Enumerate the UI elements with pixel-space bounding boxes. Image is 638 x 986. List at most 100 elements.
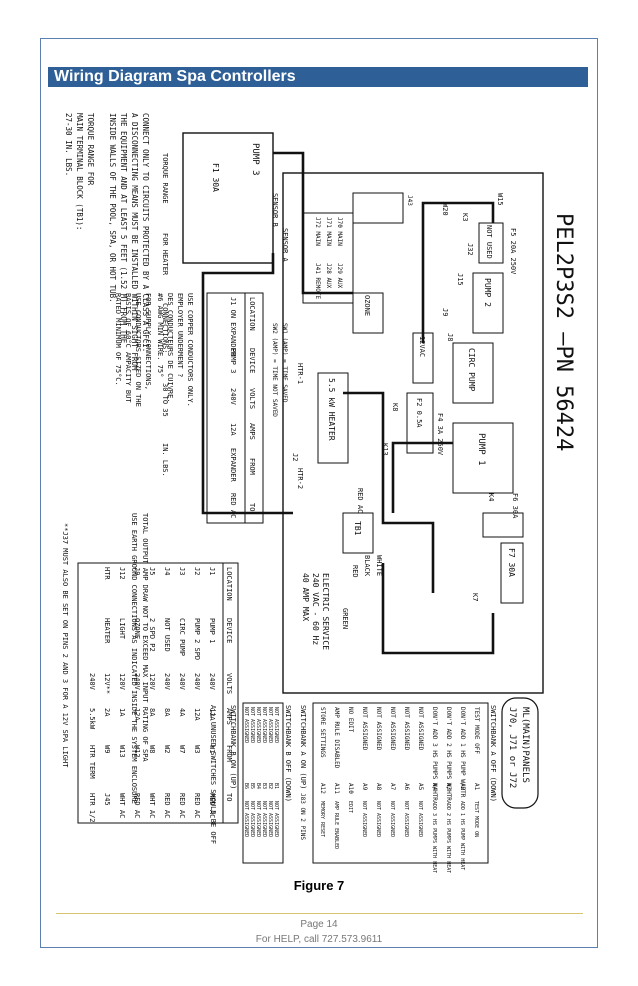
switchbank-a-switch-id: A10 — [347, 783, 354, 794]
device-table-cell: 240V — [133, 673, 141, 691]
label-red: RED — [351, 565, 359, 578]
device-header-location: LOCATION — [225, 567, 233, 601]
label-sensor-b: SENSOR B — [271, 193, 279, 227]
label-f6: F6 30A — [511, 493, 519, 519]
label-j2: J2 — [291, 453, 299, 461]
j83-note: J83 ON 2 PINS — [299, 793, 306, 840]
device-table-cell: 12A — [208, 708, 216, 721]
electric-service-line-1: ELECTRIC SERVICE — [321, 573, 330, 650]
label-k4: K4 — [487, 493, 495, 501]
label-f4: F4 3A 250V — [436, 413, 444, 456]
device-table-cell: HTR 1/2 — [88, 793, 96, 823]
device-header-amps: AMPS — [225, 708, 233, 725]
label-f7: F7 30A — [507, 548, 516, 577]
device-table-cell: 12A — [193, 708, 201, 721]
device-table-cell: 2 SPD P2 — [148, 618, 156, 652]
note-copper-1: EMPLOYER UNDERMENT ? — [176, 293, 184, 377]
device-table-cell: J4 — [163, 567, 171, 575]
switchbank-a-switch-id: A5 — [417, 783, 424, 791]
device-table-cell: J9 — [133, 567, 141, 575]
label-k8: K8 — [391, 403, 399, 411]
switchbank-a-off-setting: NOT ASSIGNED — [403, 707, 410, 751]
device-table-cell: HTR TERM — [88, 745, 96, 779]
switchbank-a-switch-id: A7 — [389, 783, 396, 791]
device-table-cell: RED AC — [133, 793, 141, 818]
label-12vac: 12VAC — [418, 336, 426, 357]
device-table-cell: OZONE — [133, 618, 141, 639]
expander-header-volts: VOLTS — [248, 388, 256, 409]
wiring — [201, 151, 495, 655]
switchbank-a-switch-id: A11 — [333, 783, 340, 794]
board-outline — [282, 172, 544, 694]
switchbank-a-on-setting: NOT ASSIGNED — [361, 801, 367, 837]
label-sensor-a: SENSOR A — [281, 228, 289, 263]
device-header-device: DEVICE — [225, 618, 233, 643]
switchbank-a-off-setting: NOT ASSIGNED — [375, 707, 382, 751]
expander-table: LOCATION DEVICE VOLTS AMPS FROM TO J1 ON… — [206, 292, 264, 524]
label-sw2: SW2 (AMP) = TIME NOT SAVED — [271, 323, 278, 417]
switchbank-a-table — [312, 702, 489, 864]
panels-box: ML(MAIN)PANELS J70, J71 or J72 — [501, 697, 539, 809]
label-htr2: HTR-2 — [296, 468, 304, 489]
label-circ-pump: CIRC PUMP — [467, 348, 476, 392]
device-table-cell: PUMP 1 — [208, 618, 216, 643]
page-frame — [40, 38, 598, 948]
note-torque-3: 30 TO 35 — [161, 383, 169, 417]
label-white: WHITE — [375, 555, 383, 576]
label-green: GREEN — [341, 608, 349, 629]
figure-caption: Figure 7 — [293, 878, 345, 893]
device-table-cell: 2A — [103, 708, 111, 717]
device-table-cell: W1 — [208, 745, 216, 753]
switchbank-a-title-off: SWITCHBANK A OFF (DOWN) — [489, 705, 497, 802]
device-table-cell: LIGHT — [118, 618, 126, 640]
wire-expander — [201, 253, 293, 515]
note-torque-1: FOR HEATER — [161, 233, 169, 276]
not-used-relay — [478, 222, 504, 264]
switchbank-b-switch-id: B5 — [249, 783, 255, 789]
label-j70: J70 MAIN — [336, 217, 343, 246]
expander-cell-location: J1 ON EXPANDER — [229, 297, 237, 357]
device-table-cell: 12V** — [103, 673, 111, 694]
switchbank-b-on-setting: NOT ASSIGNED — [261, 801, 267, 837]
note-left-3: INSIDE WALLS OF THE POOL, SPA, OR HOT TU… — [108, 113, 117, 303]
switchbank-a-title-on: SWITCHBANK A ON (UP) — [299, 705, 307, 789]
wire-pump1 — [391, 441, 453, 513]
device-table-cell: RED AC — [208, 793, 216, 818]
switchbank-b-title-on: SWITCHBANK B ON (UP) — [229, 705, 237, 789]
switchbank-b-on-setting: NOT ASSIGNED — [243, 801, 249, 837]
switchbank-a-off-setting: NOT ASSIGNED — [417, 707, 424, 751]
expander-cell-volts: 240V — [229, 388, 237, 406]
label-j72: J72 MAIN — [314, 217, 321, 246]
switchbank-a-off-setting: NO EDIT — [347, 707, 354, 733]
expander-header-amps: AMPS — [248, 423, 256, 440]
wire-heater — [343, 391, 435, 593]
switchbank-b-switch-id: B6 — [243, 783, 249, 789]
device-table-cell: J12 — [118, 567, 126, 580]
switchbank-a-on-setting: AMP RULE ENABLED — [333, 801, 339, 849]
switchbank-a-on-setting: NOT ASSIGNED — [375, 801, 381, 837]
label-j9: J9 — [441, 308, 449, 316]
device-table-cell: RED AC — [163, 793, 171, 818]
wire-pump3 — [273, 151, 353, 295]
label-htr1: HTR-1 — [296, 363, 304, 384]
label-j71: J71 MAIN — [325, 217, 332, 246]
label-j8: J8 — [446, 333, 454, 341]
switchbank-a-on-setting: NOT ASSIGNED — [389, 801, 395, 837]
device-table — [77, 562, 239, 824]
panels-line-2: J70, J71 or J72 — [507, 707, 517, 788]
device-table-cell: W8 — [148, 745, 156, 753]
device-table-cell: J1 — [208, 567, 216, 575]
